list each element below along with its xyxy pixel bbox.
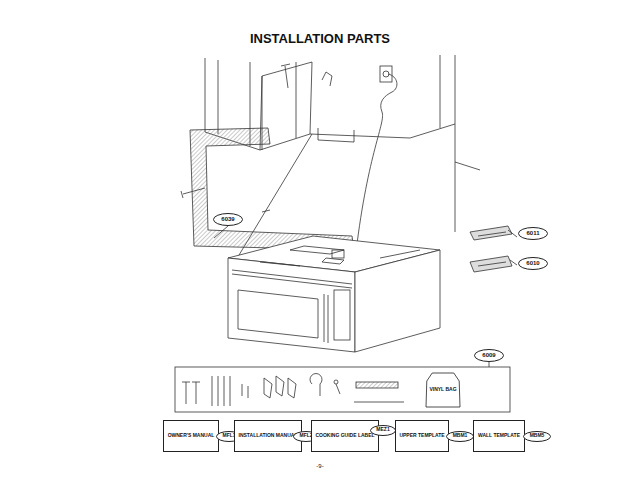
oval <box>371 425 396 435</box>
oval <box>519 257 548 269</box>
part-box: UPPER TEMPLATE <box>395 420 449 452</box>
callout-number: 6010 <box>518 257 548 270</box>
vinyl-bag: VINYL BAG <box>425 372 461 408</box>
part-label: INSTALLATION MANUAL <box>237 433 300 439</box>
part-code: MEZ1 <box>370 425 396 436</box>
callout-number: 6039 <box>213 213 243 226</box>
callout-number: 6009 <box>474 349 504 362</box>
page-title: INSTALLATION PARTS <box>0 31 640 46</box>
part-code: MBM5 <box>523 431 551 442</box>
part-box: WALL TEMPLATE <box>473 420 525 452</box>
callout-label: 6010 <box>524 260 541 267</box>
part-label: OWNER'S MANUAL <box>166 433 217 439</box>
bag <box>426 373 460 407</box>
oval <box>519 227 548 239</box>
part-box: COOKING GUIDE LABEL <box>311 420 379 452</box>
callout-label: 6039 <box>219 216 236 223</box>
page-number: -9- <box>300 463 340 469</box>
callout-label: MEZ1 <box>374 427 391 433</box>
part-box: OWNER'S MANUAL <box>163 420 219 452</box>
part-code: MBM1 <box>446 431 474 442</box>
callout-label: 6009 <box>480 352 497 359</box>
oval <box>524 431 551 441</box>
callout-label: 6011 <box>524 230 541 237</box>
oval <box>475 349 504 361</box>
callout-number: 6011 <box>518 227 548 240</box>
part-box: INSTALLATION MANUAL <box>234 420 302 452</box>
callout-label: MBM5 <box>528 433 547 439</box>
part-label: COOKING GUIDE LABEL <box>313 433 376 439</box>
callout-label: MBM1 <box>451 433 470 439</box>
oval <box>447 431 474 441</box>
part-label: UPPER TEMPLATE <box>397 433 446 439</box>
oval <box>214 213 243 225</box>
part-label: WALL TEMPLATE <box>476 433 522 439</box>
part-label: VINYL BAG <box>427 387 458 393</box>
